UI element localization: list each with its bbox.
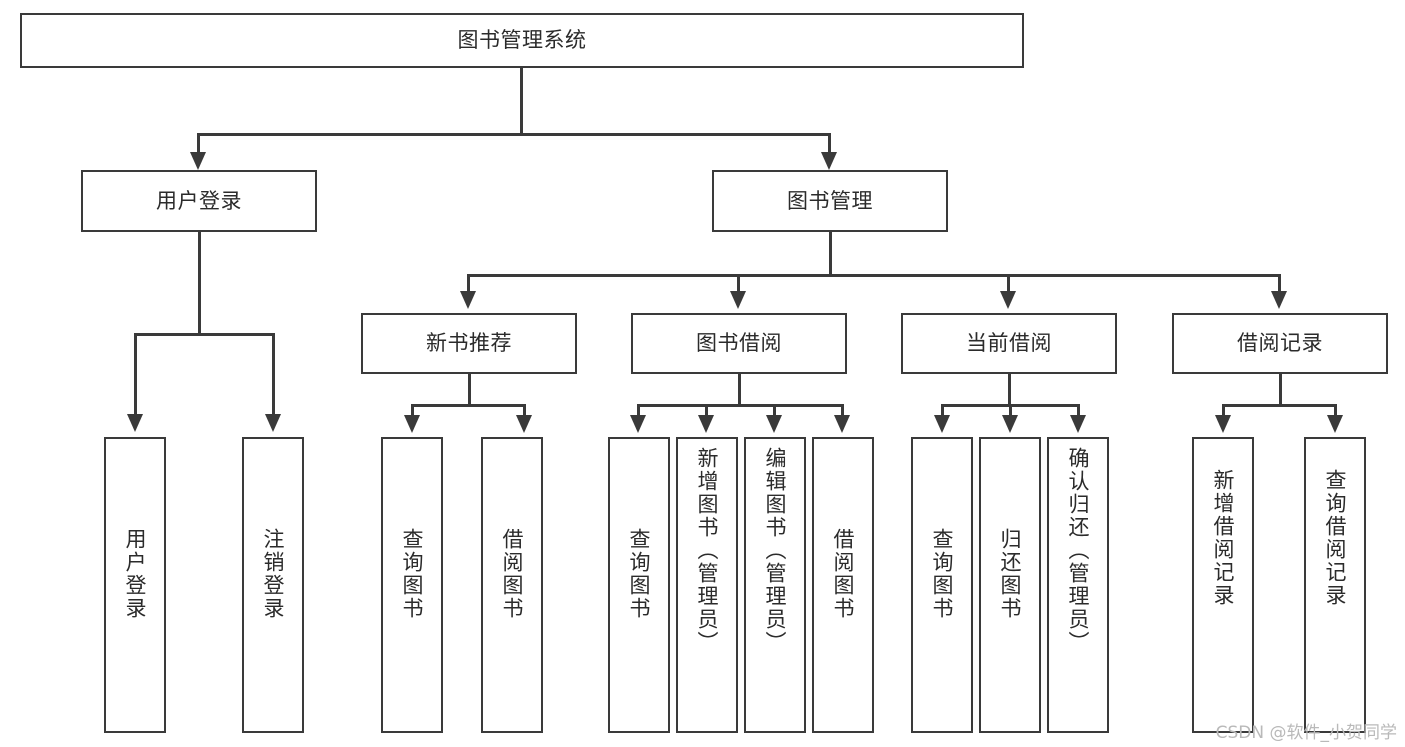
- node-new-book-recommend-label: 新书推荐: [426, 331, 512, 356]
- connector-book-mgmt-trunk: [829, 232, 832, 276]
- leaf-book-borrow-add[interactable]: 新增图书（管理员）: [676, 437, 738, 733]
- arrow-root-to-user-login: [190, 152, 206, 170]
- node-current-borrow-label: 当前借阅: [966, 331, 1052, 356]
- connector-user-login-leaf1: [134, 333, 137, 417]
- leaf-book-borrow-borrow-label: 借阅图书: [831, 528, 856, 620]
- leaf-user-login-login-label: 用户登录: [123, 528, 148, 620]
- connector-current-borrow-leaf1: [941, 404, 944, 418]
- arrow-new-book-leaf2: [516, 415, 532, 433]
- connector-user-login-bus: [135, 333, 274, 336]
- connector-root-to-user-login: [197, 133, 200, 155]
- connector-book-borrow-leaf2: [705, 404, 708, 418]
- arrow-root-to-book-mgmt: [821, 152, 837, 170]
- watermark: CSDN @软件_小贺同学: [1215, 723, 1397, 743]
- node-book-management[interactable]: 图书管理: [712, 170, 948, 232]
- leaf-current-borrow-confirm[interactable]: 确认归还（管理员）: [1047, 437, 1109, 733]
- arrow-current-borrow-leaf2: [1002, 415, 1018, 433]
- leaf-book-borrow-borrow[interactable]: 借阅图书: [812, 437, 874, 733]
- leaf-new-book-query[interactable]: 查询图书: [381, 437, 443, 733]
- node-user-login[interactable]: 用户登录: [81, 170, 317, 232]
- arrow-user-login-leaf2: [265, 414, 281, 432]
- leaf-book-borrow-query[interactable]: 查询图书: [608, 437, 670, 733]
- leaf-borrow-record-query[interactable]: 查询借阅记录: [1304, 437, 1366, 733]
- arrow-book-mgmt-to-borrow-record: [1271, 291, 1287, 309]
- connector-borrow-record-trunk: [1279, 374, 1282, 406]
- arrow-book-borrow-leaf1: [630, 415, 646, 433]
- connector-book-mgmt-to-borrow-record: [1278, 274, 1281, 294]
- connector-book-borrow-leaf4: [841, 404, 844, 418]
- connector-new-book-leaf2: [523, 404, 526, 418]
- connector-new-book-leaf1: [411, 404, 414, 418]
- leaf-borrow-record-query-label: 查询借阅记录: [1323, 469, 1348, 607]
- connector-user-login-leaf2: [272, 333, 275, 417]
- connector-root-trunk: [520, 68, 523, 135]
- connector-book-borrow-leaf3: [773, 404, 776, 418]
- arrow-current-borrow-leaf1: [934, 415, 950, 433]
- node-book-management-label: 图书管理: [787, 188, 873, 213]
- connector-book-mgmt-to-new-book: [467, 274, 470, 294]
- leaf-book-borrow-query-label: 查询图书: [627, 528, 652, 620]
- connector-current-borrow-leaf2: [1009, 404, 1012, 418]
- arrow-book-borrow-leaf3: [766, 415, 782, 433]
- connector-current-borrow-leaf3: [1077, 404, 1080, 418]
- connector-borrow-record-bus: [1223, 404, 1336, 407]
- connector-book-mgmt-bus: [468, 274, 1281, 277]
- leaf-current-borrow-return[interactable]: 归还图书: [979, 437, 1041, 733]
- arrow-book-mgmt-to-new-book: [460, 291, 476, 309]
- arrow-borrow-record-leaf1: [1215, 415, 1231, 433]
- leaf-new-book-borrow-label: 借阅图书: [500, 528, 525, 620]
- node-book-borrow[interactable]: 图书借阅: [631, 313, 847, 374]
- node-borrow-record-label: 借阅记录: [1237, 331, 1323, 356]
- arrow-borrow-record-leaf2: [1327, 415, 1343, 433]
- arrow-user-login-leaf1: [127, 414, 143, 432]
- leaf-current-borrow-query-label: 查询图书: [930, 528, 955, 620]
- connector-new-book-trunk: [468, 374, 471, 406]
- leaf-book-borrow-edit[interactable]: 编辑图书（管理员）: [744, 437, 806, 733]
- node-borrow-record[interactable]: 借阅记录: [1172, 313, 1388, 374]
- node-current-borrow[interactable]: 当前借阅: [901, 313, 1117, 374]
- arrow-new-book-leaf1: [404, 415, 420, 433]
- leaf-new-book-query-label: 查询图书: [400, 528, 425, 620]
- leaf-current-borrow-return-label: 归还图书: [998, 528, 1023, 620]
- connector-book-borrow-trunk: [738, 374, 741, 406]
- leaf-user-login-login[interactable]: 用户登录: [104, 437, 166, 733]
- leaf-book-borrow-add-label: 新增图书（管理员）: [695, 447, 720, 654]
- connector-root-bus: [197, 133, 831, 136]
- arrow-book-borrow-leaf4: [834, 415, 850, 433]
- leaf-borrow-record-add[interactable]: 新增借阅记录: [1192, 437, 1254, 733]
- node-new-book-recommend[interactable]: 新书推荐: [361, 313, 577, 374]
- connector-current-borrow-trunk: [1008, 374, 1011, 406]
- arrow-book-borrow-leaf2: [698, 415, 714, 433]
- connector-book-mgmt-to-current-borrow: [1007, 274, 1010, 294]
- arrow-current-borrow-leaf3: [1070, 415, 1086, 433]
- connector-borrow-record-leaf1: [1222, 404, 1225, 418]
- node-root[interactable]: 图书管理系统: [20, 13, 1024, 68]
- leaf-current-borrow-query[interactable]: 查询图书: [911, 437, 973, 733]
- connector-root-to-book-mgmt: [828, 133, 831, 155]
- leaf-user-login-logout[interactable]: 注销登录: [242, 437, 304, 733]
- connector-book-mgmt-to-book-borrow: [737, 274, 740, 294]
- connector-user-login-trunk: [198, 232, 201, 336]
- arrow-book-mgmt-to-book-borrow: [730, 291, 746, 309]
- arrow-book-mgmt-to-current-borrow: [1000, 291, 1016, 309]
- connector-book-borrow-bus: [638, 404, 844, 407]
- connector-borrow-record-leaf2: [1334, 404, 1337, 418]
- leaf-book-borrow-edit-label: 编辑图书（管理员）: [763, 447, 788, 654]
- leaf-new-book-borrow[interactable]: 借阅图书: [481, 437, 543, 733]
- connector-book-borrow-leaf1: [637, 404, 640, 418]
- leaf-current-borrow-confirm-label: 确认归还（管理员）: [1066, 447, 1091, 654]
- leaf-borrow-record-add-label: 新增借阅记录: [1211, 469, 1236, 607]
- node-root-label: 图书管理系统: [457, 28, 587, 53]
- node-book-borrow-label: 图书借阅: [696, 331, 782, 356]
- leaf-user-login-logout-label: 注销登录: [261, 528, 286, 620]
- node-user-login-label: 用户登录: [156, 188, 242, 213]
- connector-new-book-bus: [412, 404, 525, 407]
